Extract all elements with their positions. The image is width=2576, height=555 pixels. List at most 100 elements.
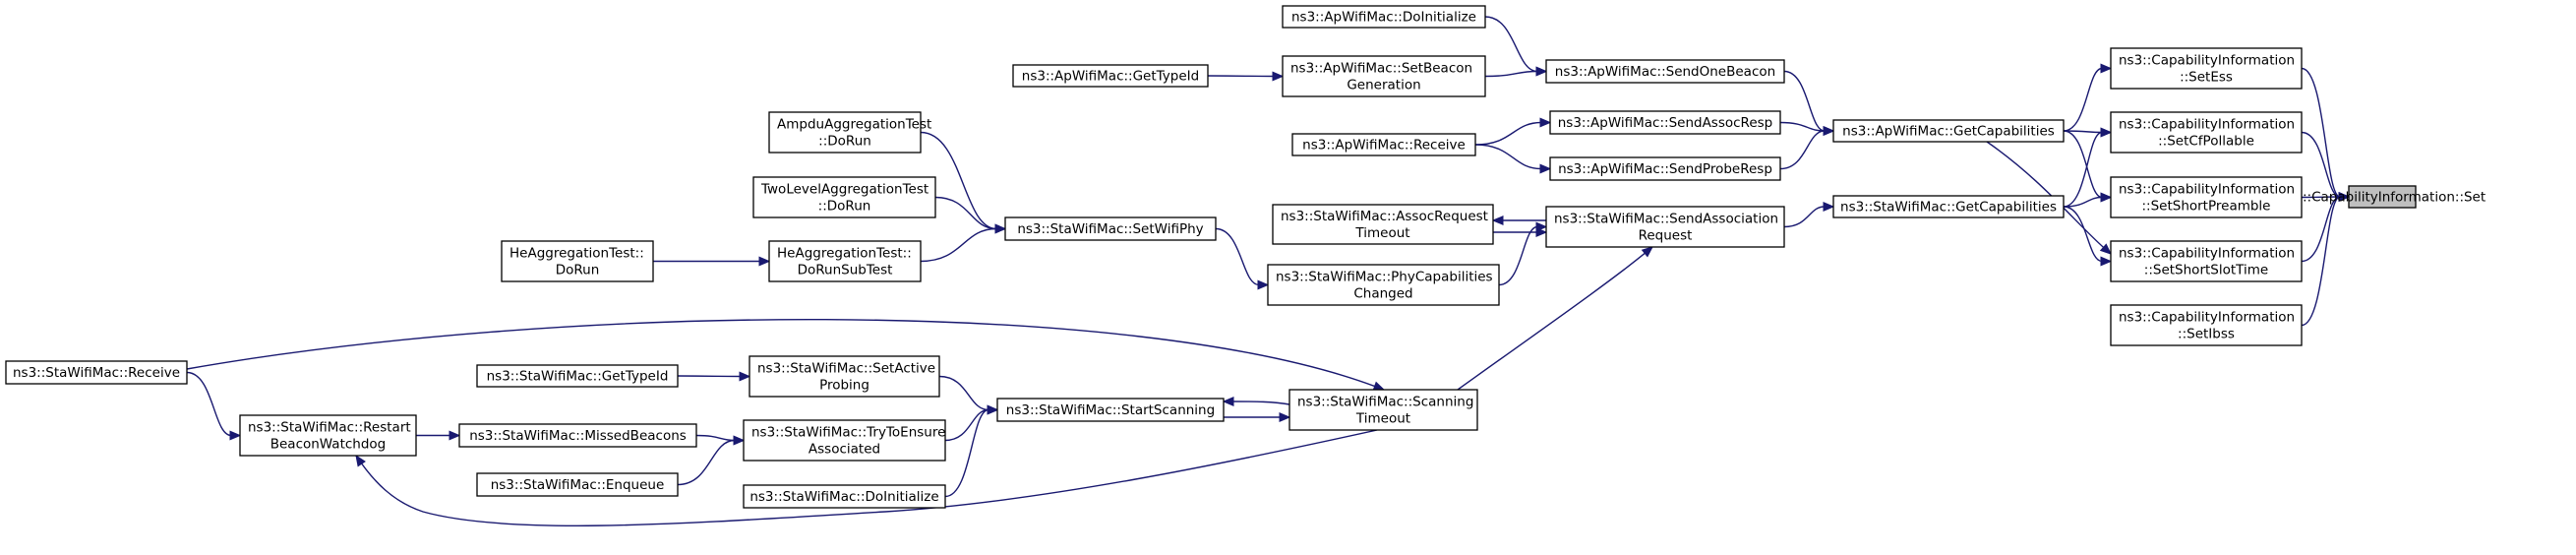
edge-line — [2301, 196, 2341, 263]
edge-line — [944, 408, 989, 442]
edge-line — [1498, 225, 1538, 286]
node-box — [458, 423, 697, 448]
node-ap-assocresp[interactable]: ns3::ApWifiMac::SendAssocResp — [1549, 110, 1781, 135]
node-cap-setibss[interactable]: ns3::CapabilityInformation::SetIbss — [2110, 304, 2303, 346]
node-cap-set[interactable]: ns3::CapabilityInformation::Set — [2279, 185, 2486, 209]
node-label: ns3::ApWifiMac::GetCapabilities — [1842, 124, 2055, 140]
node-sta-missed[interactable]: ns3::StaWifiMac::MissedBeacons — [458, 423, 697, 448]
node-sta-startscan[interactable]: ns3::StaWifiMac::StartScanning — [996, 398, 1225, 422]
node-cap-setsp[interactable]: ns3::CapabilityInformation::SetShortPrea… — [2110, 176, 2303, 218]
node-label: AmpduAggregationTest — [777, 117, 931, 133]
node-ap-proberesp[interactable]: ns3::ApWifiMac::SendProbeResp — [1549, 156, 1781, 181]
arrowhead — [449, 430, 461, 441]
edge-sta_getcap-to-cap_setsp — [2063, 192, 2113, 208]
node-box — [1291, 133, 1476, 156]
node-label: ns3::StaWifiMac::Receive — [13, 365, 180, 381]
node-box — [743, 484, 946, 509]
node-box — [1549, 156, 1781, 181]
node-label: ns3::ApWifiMac::SetBeacon — [1290, 61, 1472, 77]
edge-line — [938, 375, 989, 411]
edge-ap_sendbeacon-to-ap_getcap — [1783, 70, 1835, 136]
node-sta-enqueue[interactable]: ns3::StaWifiMac::Enqueue — [476, 472, 679, 497]
edge-line — [1783, 70, 1826, 132]
edge-line — [2301, 196, 2341, 199]
node-ampdu[interactable]: AmpduAggregationTest::DoRun — [768, 111, 931, 154]
node-label: ns3::CapabilityInformation — [2119, 182, 2295, 198]
node-he-subtest[interactable]: HeAggregationTest::DoRunSubTest — [768, 240, 922, 282]
node-sta-getcap[interactable]: ns3::StaWifiMac::GetCapabilities — [1832, 195, 2065, 218]
edge-line — [934, 196, 997, 230]
node-box — [1545, 59, 1785, 84]
node-label: DoRunSubTest — [798, 263, 893, 278]
node-label: Probing — [819, 378, 869, 394]
edge-line — [1457, 252, 1647, 391]
node-label: ns3::ApWifiMac::SendAssocResp — [1558, 115, 1773, 131]
node-label: Timeout — [1355, 411, 1410, 427]
arrowhead — [355, 454, 366, 467]
node-box — [2348, 185, 2417, 209]
node-label: ns3::StaWifiMac::AssocRequest — [1281, 209, 1488, 224]
node-ap-getcap[interactable]: ns3::ApWifiMac::GetCapabilities — [1832, 119, 2065, 143]
edge-line — [2301, 131, 2341, 198]
arrowhead — [733, 435, 746, 446]
node-label: ::SetShortSlotTime — [2144, 263, 2268, 278]
node-ap-doinit[interactable]: ns3::ApWifiMac::DoInitialize — [1282, 5, 1486, 29]
edge-he_subtest-to-sta_setwifiphy — [920, 223, 1007, 263]
edge-ap_receive-to-ap_proberesp — [1474, 144, 1552, 174]
node-ap-receive[interactable]: ns3::ApWifiMac::Receive — [1291, 133, 1476, 156]
edge-sta_startscan-to-sta_scantimeout — [1224, 412, 1291, 422]
node-twolevel[interactable]: TwoLevelAggregationTest::DoRun — [752, 176, 936, 218]
node-label: TwoLevelAggregationTest — [760, 182, 929, 198]
arrowhead — [2100, 256, 2113, 267]
node-cap-setess[interactable]: ns3::CapabilityInformation::SetEss — [2110, 47, 2303, 90]
edge-line — [2063, 130, 2103, 134]
node-label: ::SetCfPollable — [2158, 134, 2254, 150]
node-box — [1267, 264, 1500, 306]
node-sta-gettypeid[interactable]: ns3::StaWifiMac::GetTypeId — [476, 364, 679, 388]
node-label: Changed — [1353, 286, 1412, 302]
edge-line — [2063, 130, 2103, 199]
node-label: Timeout — [1354, 225, 1409, 241]
arrowhead — [2100, 127, 2113, 138]
node-he-dorun[interactable]: HeAggregationTest::DoRun — [501, 240, 654, 282]
edge-line — [2063, 206, 2103, 263]
edge-sta_sendassoc-to-sta_assoctimeout — [1491, 216, 1546, 225]
arrowhead — [1641, 246, 1653, 258]
arrowhead — [1257, 279, 1270, 290]
node-label: ns3::StaWifiMac::Restart — [248, 420, 411, 436]
node-label: DoRun — [556, 263, 600, 278]
arrowhead — [229, 430, 242, 441]
edge-sta_getcap-to-cap_setcfp — [2063, 127, 2113, 208]
node-label: ns3::StaWifiMac::SetActive — [757, 361, 935, 377]
edge-line — [1779, 130, 1826, 170]
edge-sta_receive-to-sta_restart — [186, 371, 242, 441]
edge-line — [186, 319, 1376, 388]
node-ap-sendbeacon[interactable]: ns3::ApWifiMac::SendOneBeacon — [1545, 59, 1785, 84]
edge-sta_phycap-to-sta_sendassoc — [1498, 221, 1548, 286]
arrowhead — [739, 371, 751, 382]
node-box — [996, 398, 1225, 422]
node-sta-doinit[interactable]: ns3::StaWifiMac::DoInitialize — [743, 484, 946, 509]
node-sta-receive[interactable]: ns3::StaWifiMac::Receive — [5, 360, 188, 385]
node-ap-gettypeid[interactable]: ns3::ApWifiMac::GetTypeId — [1012, 64, 1209, 88]
edge-ap_receive-to-ap_assocresp — [1474, 117, 1552, 146]
node-label: ::DoRun — [818, 199, 871, 215]
node-box — [2110, 304, 2303, 346]
node-label: ns3::CapabilityInformation — [2119, 53, 2295, 69]
arrowhead — [1823, 202, 1835, 212]
node-label: ::SetShortPreamble — [2141, 199, 2270, 215]
node-sta-setwifiphy[interactable]: ns3::StaWifiMac::SetWifiPhy — [1004, 216, 1217, 241]
edge-sta_setwifiphy-to-sta_phycap — [1215, 227, 1270, 290]
edge-sta_sendassoc-to-sta_getcap — [1783, 202, 1835, 228]
node-cap-setsst[interactable]: ns3::CapabilityInformation::SetShortSlot… — [2110, 240, 2303, 282]
node-cap-setcfp[interactable]: ns3::CapabilityInformation::SetCfPollabl… — [2110, 111, 2303, 154]
arrowhead — [1279, 412, 1291, 422]
